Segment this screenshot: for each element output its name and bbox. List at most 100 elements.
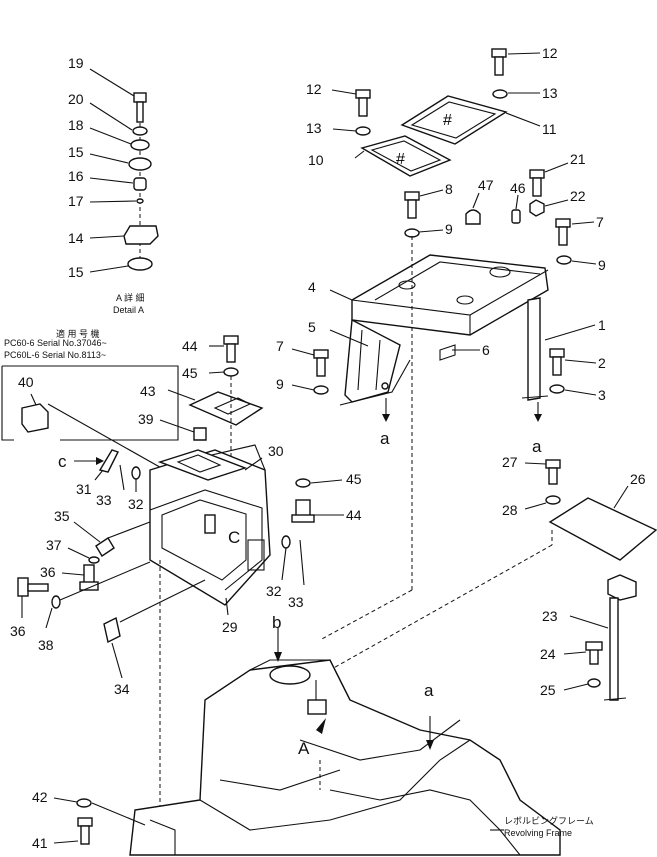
nut-22-icon — [529, 199, 545, 217]
callout-1: 1 — [598, 317, 606, 333]
callout-35: 35 — [54, 508, 70, 524]
bolt-27-icon — [545, 459, 561, 469]
right-plate-group: 27 28 26 23 24 25 — [502, 454, 657, 701]
callout-14: 14 — [68, 230, 84, 246]
frame-body-icon — [129, 659, 561, 856]
view-letter-c2: C — [228, 528, 240, 547]
plug-46-icon — [511, 209, 521, 224]
callout-26: 26 — [630, 471, 646, 487]
frame-label: Revolving Frame — [504, 828, 572, 838]
callout-9b: 9 — [598, 257, 606, 273]
callout-43: 43 — [140, 383, 156, 399]
callout-22: 22 — [570, 188, 586, 204]
washer-9c-icon — [313, 385, 329, 395]
callout-36a: 36 — [40, 564, 56, 580]
grid-11-icon: # — [443, 112, 452, 129]
tank-port-icon — [269, 665, 311, 685]
callout-16: 16 — [68, 168, 84, 184]
plate-26-icon — [548, 497, 657, 561]
bracket-43-icon — [188, 391, 264, 426]
grommet-32a-icon — [131, 466, 141, 480]
callout-36b: 36 — [10, 623, 26, 639]
washer-45a-icon — [223, 367, 239, 377]
view-letter-a1: a — [380, 429, 390, 448]
callout-45b: 45 — [346, 471, 362, 487]
ring-17-icon — [136, 198, 144, 204]
bracket-group: 44 45 43 39 — [138, 335, 264, 480]
washer-28-icon — [545, 495, 561, 505]
bolt-12a-icon — [355, 89, 371, 99]
callout-7b: 7 — [276, 338, 284, 354]
callout-18: 18 — [68, 117, 84, 133]
callout-44b: 44 — [346, 507, 362, 523]
bolt-36b-icon — [17, 577, 29, 597]
callout-37: 37 — [46, 537, 62, 553]
callout-45a: 45 — [182, 365, 198, 381]
bolt-7a-icon — [555, 218, 571, 228]
bolt-19-icon — [133, 92, 147, 123]
callout-8: 8 — [445, 181, 453, 197]
bracket-6-icon — [439, 344, 456, 361]
callout-32a: 32 — [128, 496, 144, 512]
callout-33b: 33 — [288, 594, 304, 610]
bracket-40-icon — [21, 403, 49, 433]
cushion-15b-icon — [127, 257, 153, 271]
cushion-15-icon — [128, 157, 152, 171]
callout-27: 27 — [502, 454, 518, 470]
serial-info: 適 用 号 機 PC60-6 Serial No.37046~ PC60L-6 … — [1, 328, 179, 471]
callout-32b: 32 — [266, 583, 282, 599]
washer-3-icon — [549, 384, 565, 394]
covers-top: # # 12 13 10 12 13 11 — [306, 45, 558, 177]
callout-38: 38 — [38, 637, 54, 653]
washer-20-icon — [132, 126, 148, 136]
stay-23-icon — [609, 597, 619, 701]
callout-30: 30 — [268, 443, 284, 459]
cable-31-icon — [98, 449, 119, 473]
callout-9a: 9 — [445, 221, 453, 237]
serial-header-jp: 適 用 号 機 — [56, 328, 100, 339]
callout-6: 6 — [482, 342, 490, 358]
frame-5-icon — [344, 318, 401, 403]
callout-13b: 13 — [542, 85, 558, 101]
callout-39: 39 — [138, 411, 154, 427]
bolt-7b-icon — [313, 349, 329, 359]
bracket-23-top-icon — [607, 574, 637, 601]
grommet-32b-icon — [281, 535, 291, 549]
callout-29: 29 — [222, 619, 238, 635]
callout-9c: 9 — [276, 376, 284, 392]
callout-28: 28 — [502, 502, 518, 518]
bracket-14-icon — [123, 225, 159, 245]
callout-3: 3 — [598, 387, 606, 403]
grid-10-icon: # — [396, 151, 405, 168]
callout-24: 24 — [540, 646, 556, 662]
callout-44a: 44 — [182, 338, 198, 354]
bolt-12b-icon — [491, 48, 507, 58]
callout-20: 20 — [68, 91, 84, 107]
view-letter-c1: c — [58, 452, 67, 471]
washer-25-icon — [587, 678, 601, 688]
view-letter-a2: a — [532, 437, 542, 456]
console: C 30 29 — [149, 443, 284, 635]
cap-47-icon — [465, 209, 481, 225]
callout-21: 21 — [570, 151, 586, 167]
detail-a-label-jp: A 詳 細 — [116, 292, 145, 303]
leg-1-icon — [527, 297, 541, 401]
bolt-21-icon — [529, 169, 545, 179]
bolt-8-icon — [404, 191, 420, 201]
callout-2: 2 — [598, 355, 606, 371]
arrow-A-icon — [316, 718, 326, 734]
revolving-frame: a b A レボルビングフレーム Revolving Frame — [129, 613, 594, 856]
view-letter-A: A — [298, 739, 310, 758]
washer-9a-icon — [404, 228, 420, 238]
callout-7a: 7 — [596, 214, 604, 230]
callout-4: 4 — [308, 279, 316, 295]
washer-37-icon — [88, 556, 100, 564]
callout-13a: 13 — [306, 120, 322, 136]
clamp-35-icon — [95, 537, 115, 557]
mount-point-icon — [307, 699, 327, 715]
callout-19: 19 — [68, 55, 84, 71]
callout-42: 42 — [32, 789, 48, 805]
callout-34: 34 — [114, 681, 130, 697]
fasteners-upper: 8 9 47 46 21 22 7 9 — [404, 151, 606, 273]
